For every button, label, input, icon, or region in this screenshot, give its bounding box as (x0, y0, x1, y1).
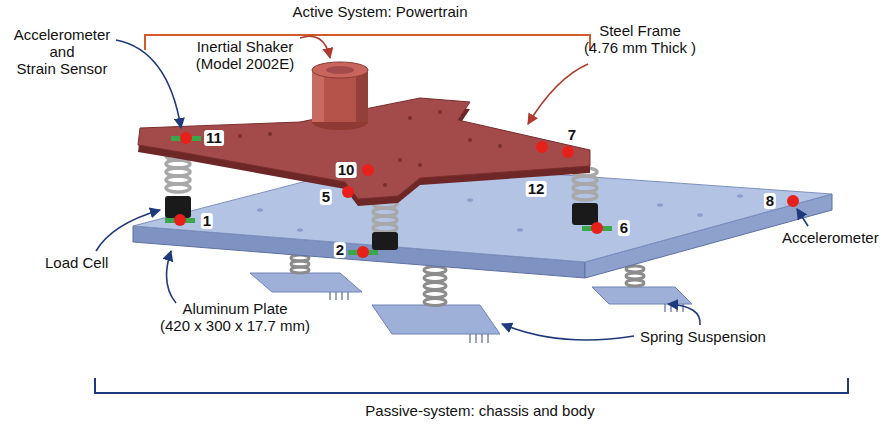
part-label: Load Cell (45, 254, 108, 271)
callout-number: 11 (204, 130, 224, 146)
callout-number: 12 (526, 181, 547, 197)
callout-number: 10 (336, 162, 357, 178)
callout-number: 1 (201, 213, 213, 229)
part-label: Steel Frame (4.76 mm Thick ) (584, 22, 696, 56)
bracket-title: Passive-system: chassis and body (365, 402, 594, 419)
chassis-bracket (95, 378, 848, 393)
inertial-shaker (312, 62, 368, 130)
bracket-title: Active System: Powertrain (292, 3, 467, 20)
part-label: Accelerometer (782, 229, 879, 246)
part-label: Inertial Shaker (Model 2002E) (196, 38, 294, 72)
callout-number: 2 (334, 242, 346, 258)
callout-number: 8 (764, 193, 776, 209)
callout-number: 6 (618, 220, 630, 236)
callout-number: 5 (320, 189, 332, 205)
part-label: Aluminum Plate (420 x 300 x 17.7 mm) (160, 300, 310, 334)
sensor-markers (165, 132, 799, 258)
part-label: Accelerometer and Strain Sensor (14, 26, 111, 77)
leader-lines (96, 36, 808, 340)
part-label: Spring Suspension (640, 328, 766, 345)
callout-number: 7 (566, 127, 578, 143)
